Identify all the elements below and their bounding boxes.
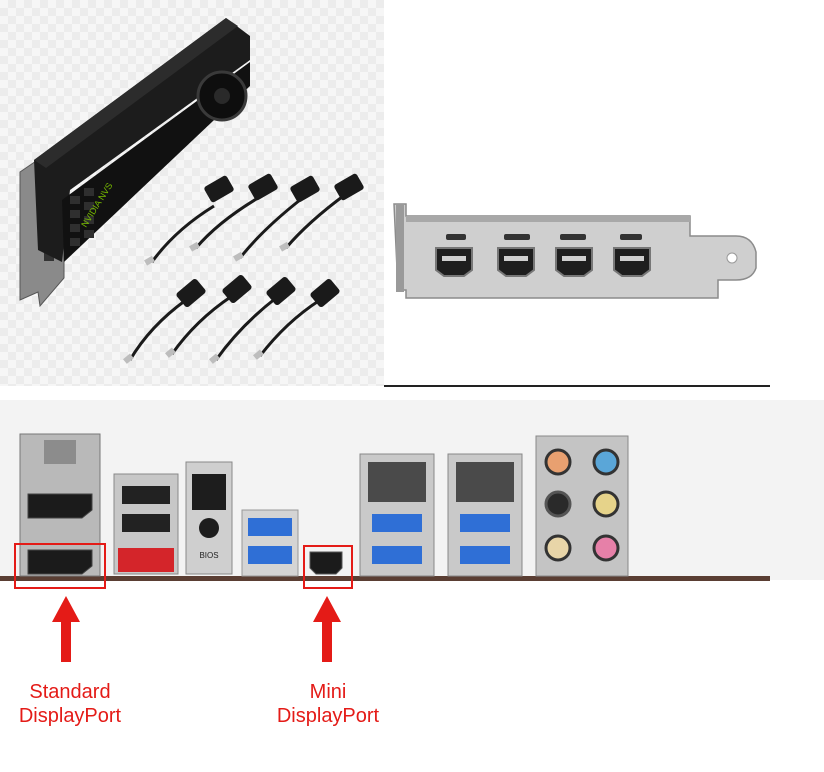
adapter-heads-row-1	[204, 173, 364, 203]
fan-hub	[214, 88, 230, 104]
standard-displayport	[27, 549, 93, 575]
audio-jacks	[544, 448, 620, 562]
mini-label-line-2: DisplayPort	[276, 705, 380, 727]
mini-displayport	[309, 551, 343, 575]
ethernet-port-2	[456, 462, 514, 502]
ethernet-port-1	[368, 462, 426, 502]
bios-label: BIOS	[199, 551, 218, 560]
mini-displayport-1	[435, 247, 473, 277]
arrow-up-standard-icon	[52, 596, 80, 662]
graphics-card-photo: NVIDIA NVS	[0, 0, 384, 386]
graphics-card-illustration: NVIDIA NVS	[19, 18, 364, 364]
mini-plugs-row-2	[123, 347, 264, 364]
usb3-port-4	[372, 546, 422, 564]
mini-displayport-4	[613, 247, 651, 277]
bracket-tab	[396, 204, 404, 292]
mini-displayport-3	[555, 247, 593, 277]
mini-displayport-label: Mini DisplayPort	[266, 680, 390, 728]
mini-label-line-1: Mini	[309, 681, 347, 703]
io-baseline	[0, 576, 770, 581]
mini-displayport-bracket-photo	[384, 0, 824, 386]
usb2-port-2	[122, 514, 170, 532]
mini-displayport-2	[497, 247, 535, 277]
standard-displayport-highlight	[14, 543, 106, 589]
bios-flashback-button	[192, 474, 226, 510]
usb3-port-2	[248, 546, 292, 564]
bracket-top-fold	[406, 216, 690, 222]
mini-displayport-ports	[435, 247, 651, 277]
mini-plugs-row-1	[144, 241, 290, 266]
audio-jack-pink	[592, 534, 620, 562]
adapter-cables-row-2	[128, 294, 321, 361]
usb3-port-1	[248, 518, 292, 536]
card-shroud	[34, 18, 250, 262]
heatsink-grille	[70, 188, 94, 246]
antenna-block	[44, 440, 76, 464]
audio-jack-orange	[544, 448, 572, 476]
bracket-screw-hole	[726, 252, 738, 264]
bracket-vents	[446, 234, 642, 240]
panel-divider	[384, 385, 770, 387]
standard-label-line-1: Standard	[29, 681, 111, 703]
audio-jack-black	[544, 490, 572, 518]
usb3-port-5	[460, 514, 510, 532]
rear-io-panel-photo: BIOS St	[0, 400, 824, 772]
displayport-upper	[27, 493, 93, 519]
pointer-arrows	[52, 596, 341, 662]
card-top-edge	[34, 18, 238, 168]
adapter-cables-row-1	[150, 192, 347, 263]
standard-label-line-2: DisplayPort	[18, 705, 122, 727]
usb3-port-3	[372, 514, 422, 532]
audio-jack-cream	[544, 534, 572, 562]
mini-displayport-highlight	[303, 545, 353, 589]
standard-displayport-label: Standard DisplayPort	[8, 680, 132, 728]
usb3-port-6	[460, 546, 510, 564]
audio-jack-yellow	[592, 490, 620, 518]
adapter-heads-row-2	[176, 274, 340, 308]
bracket-illustration	[393, 203, 757, 299]
bios-reset-icon	[199, 518, 219, 538]
rear-io-illustration: BIOS	[0, 400, 824, 662]
red-port	[118, 548, 174, 572]
usb2-port-1	[122, 486, 170, 504]
arrow-up-mini-icon	[313, 596, 341, 662]
audio-jack-blue	[592, 448, 620, 476]
